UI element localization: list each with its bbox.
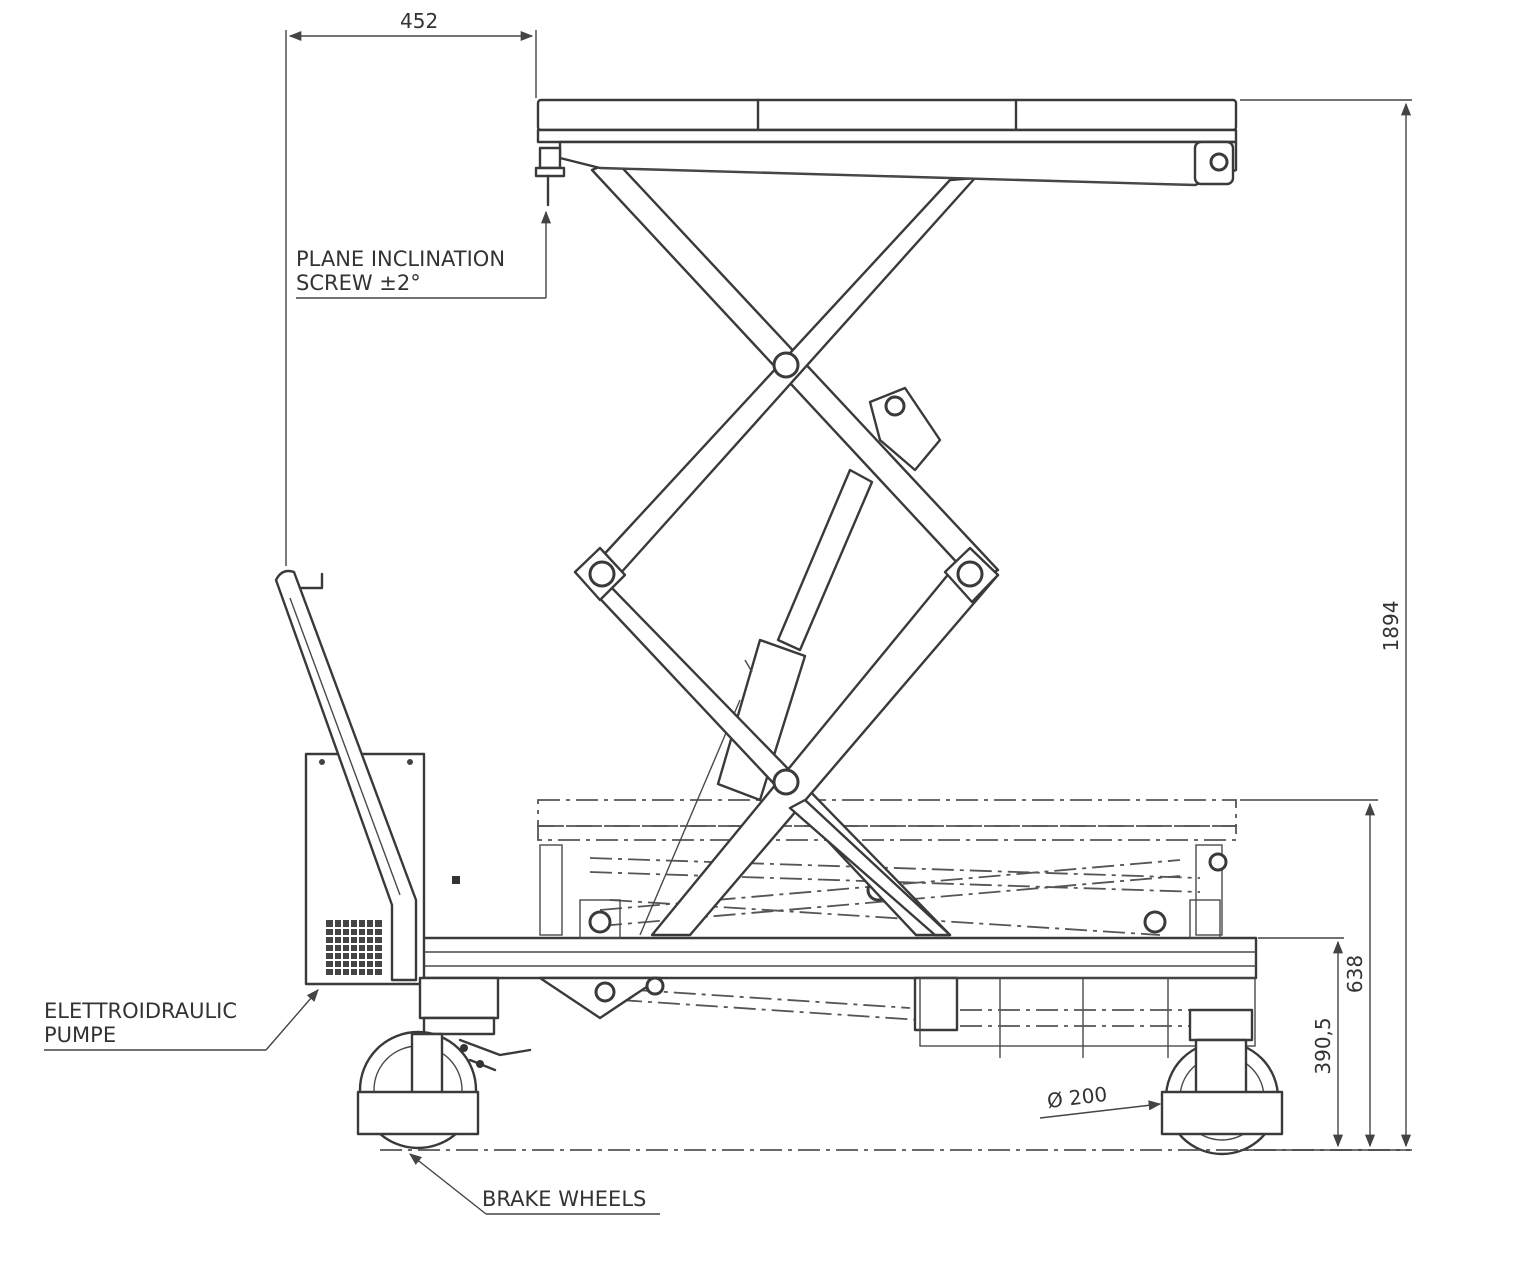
label-pump-line2: PUMPE xyxy=(44,1023,116,1047)
dimension-390-5: 390,5 xyxy=(1311,1017,1335,1074)
label-pump-line1: ELETTROIDRAULIC xyxy=(44,999,237,1023)
base-frame xyxy=(418,899,1258,1058)
push-handle xyxy=(274,569,418,982)
lowered-pin-icon xyxy=(1143,910,1167,934)
dimension-452: 452 xyxy=(400,9,438,33)
pivot-pin-icon xyxy=(588,560,616,588)
hydraulic-cylinder xyxy=(639,386,942,936)
platform-top xyxy=(534,98,1238,207)
label-brake-wheels: BRAKE WHEELS xyxy=(482,1187,646,1211)
vent-grille-icon xyxy=(326,920,382,975)
dimension-1894: 1894 xyxy=(1379,601,1403,652)
pivot-pin-icon xyxy=(956,560,984,588)
label-inclination-line2: SCREW ±2° xyxy=(296,271,421,295)
pivot-pin-icon xyxy=(772,351,800,379)
dimension-lines xyxy=(44,30,1412,1215)
pivot-pin-icon xyxy=(772,768,800,796)
brake-wheel-left xyxy=(356,1030,532,1150)
dimension-638: 638 xyxy=(1343,955,1367,993)
pump-motor xyxy=(418,976,500,1036)
scissor-arms xyxy=(573,158,1000,937)
caster-wheel-right xyxy=(1160,1008,1284,1156)
label-inclination-line1: PLANE INCLINATION xyxy=(296,247,505,271)
dimension-wheel-diameter: Ø 200 xyxy=(1046,1082,1109,1113)
lowered-pin-icon xyxy=(588,910,612,934)
lowered-pin-icon xyxy=(1208,852,1228,872)
